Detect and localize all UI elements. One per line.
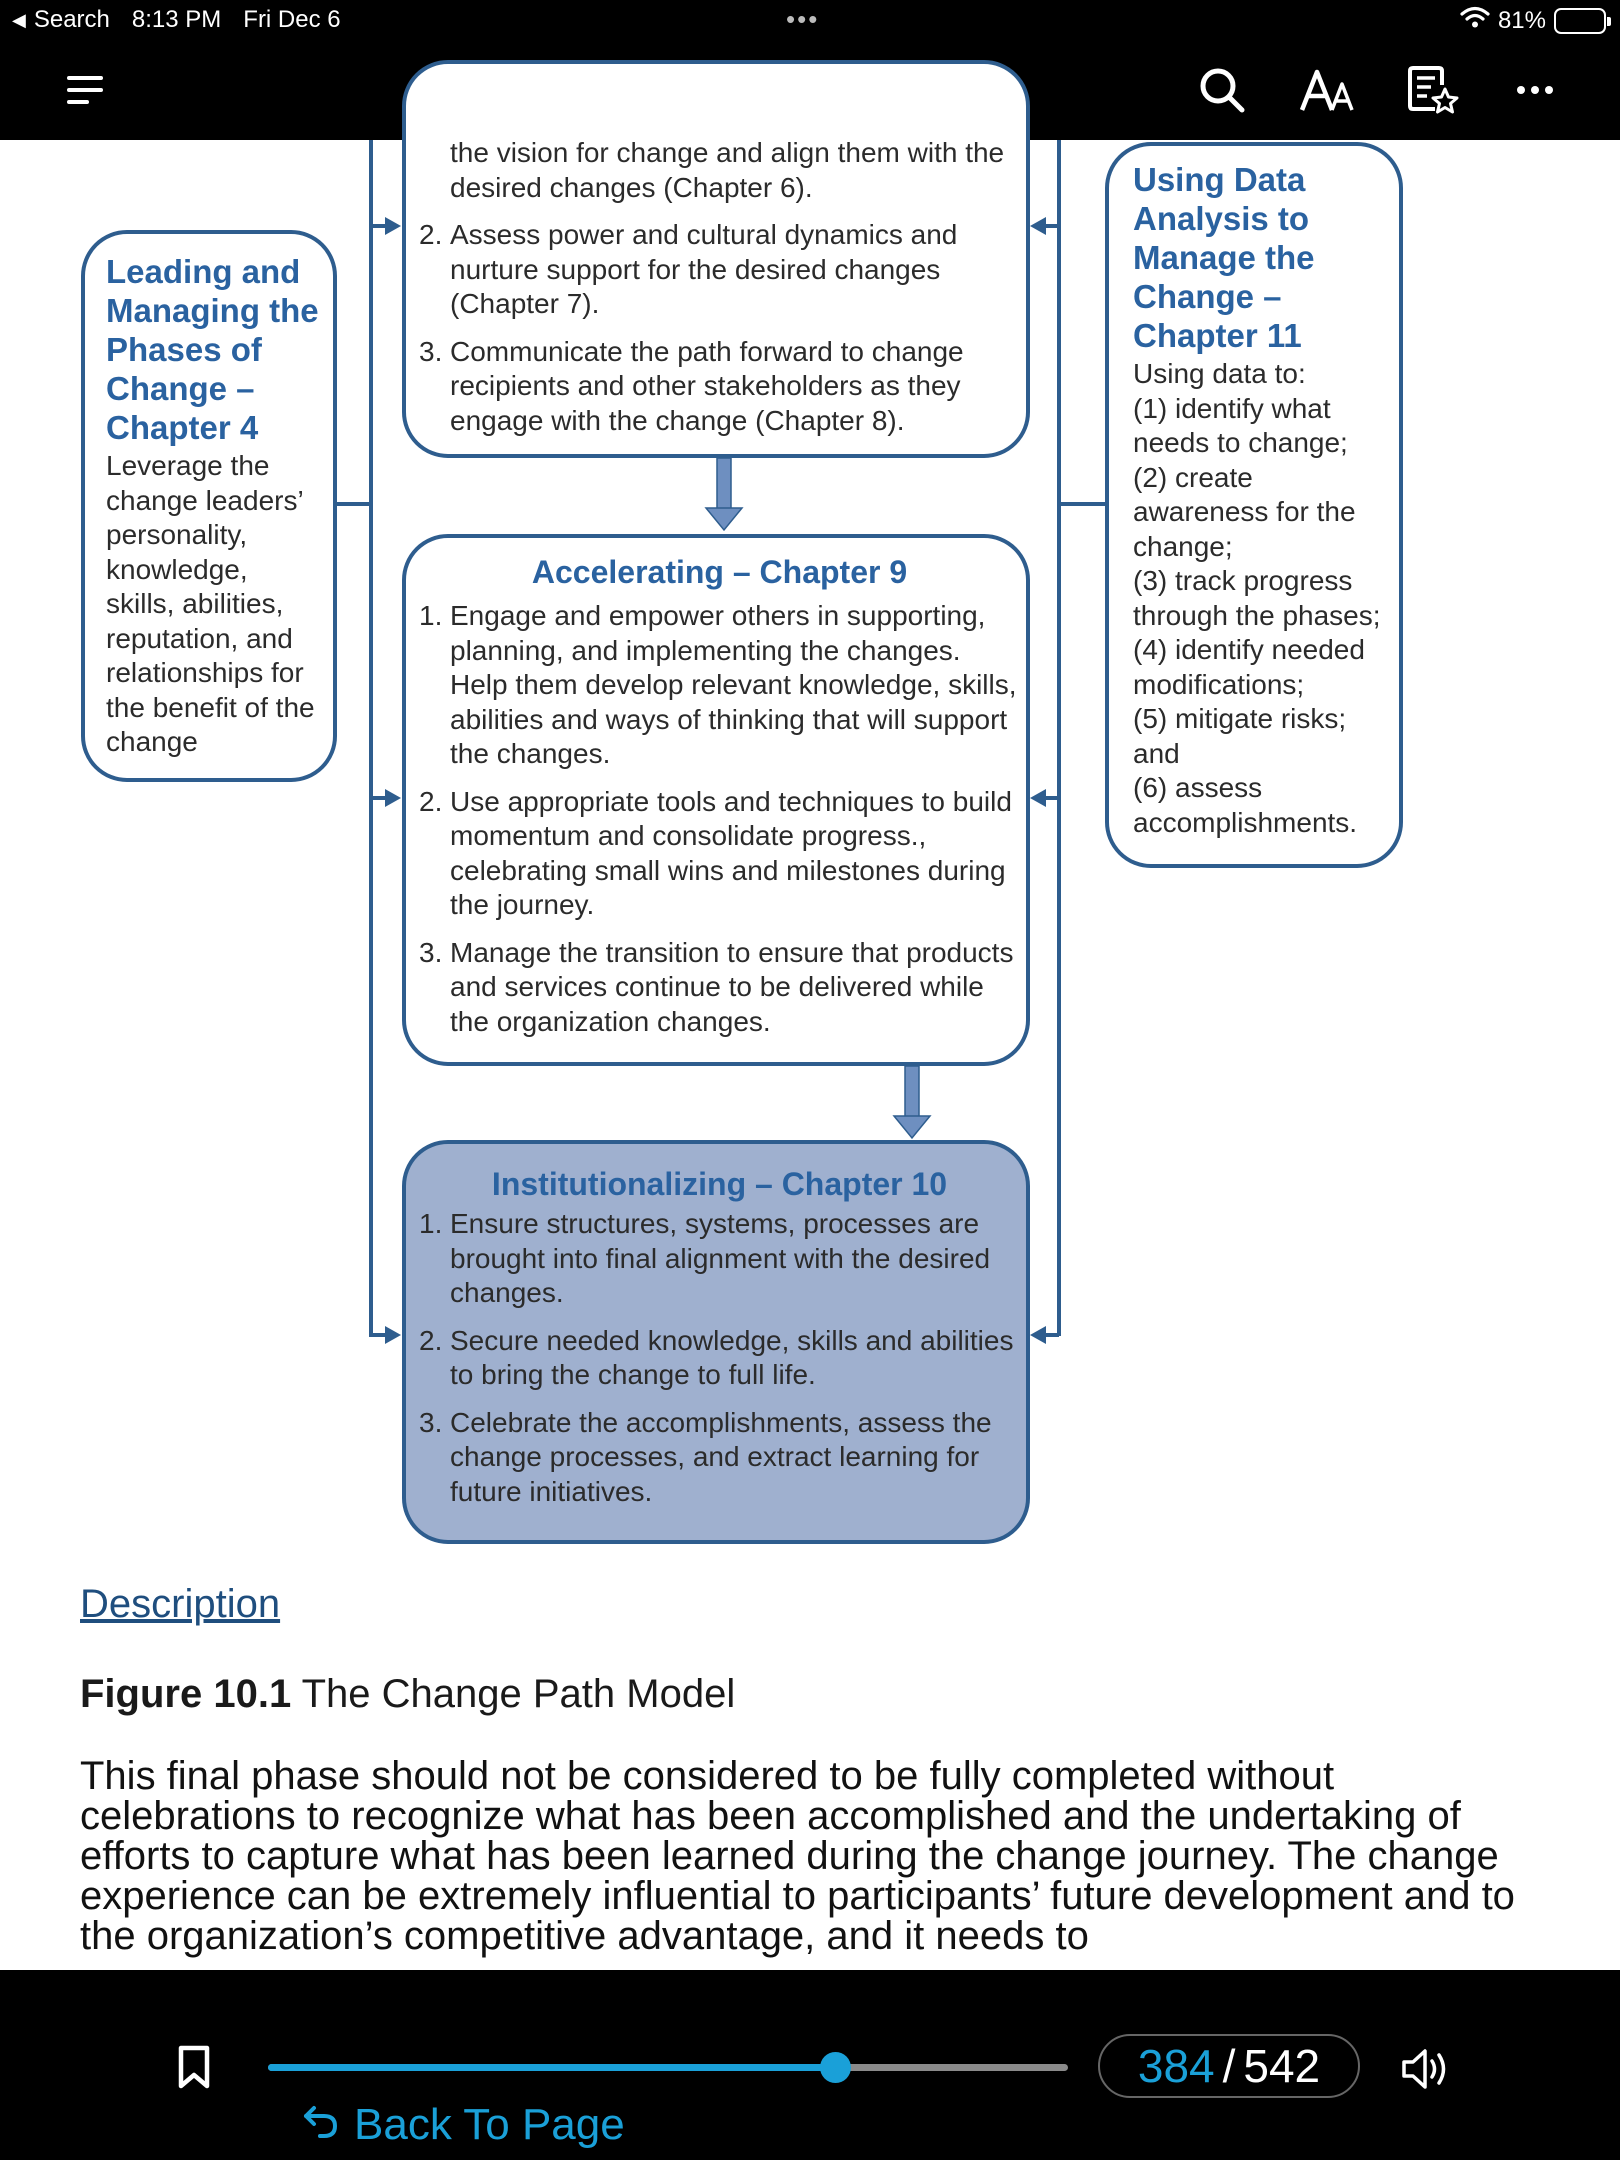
institutionalizing-title: Institutionalizing – Chapter 10 — [491, 1166, 948, 1202]
data-analysis-line: (2) create awareness for the change; — [1133, 461, 1356, 562]
accelerating-title: Accelerating – Chapter 9 — [531, 554, 908, 590]
list-item: the vision for change and align them wit… — [450, 137, 1005, 203]
leading-managing-box: Leading and Managing the Phases of Chang… — [81, 230, 337, 782]
change-path-model-figure: Leading and Managing the Phases of Chang… — [0, 60, 1620, 1550]
text-size-icon[interactable] — [1298, 60, 1358, 120]
arrow-left-icon — [1030, 217, 1046, 235]
data-analysis-line: (1) identify what needs to change; — [1133, 392, 1348, 459]
page-progress-slider[interactable] — [268, 2052, 1068, 2083]
arrow-right-icon — [385, 217, 401, 235]
arrow-left-icon — [1030, 1326, 1046, 1344]
back-to-page-label: Back To Page — [354, 2100, 625, 2149]
left-connector-line — [369, 140, 373, 1336]
left-branch-line — [369, 796, 391, 800]
more-icon[interactable] — [1505, 60, 1565, 120]
bookmark-icon[interactable] — [176, 2044, 212, 2095]
progress-fill — [268, 2064, 836, 2071]
data-analysis-box: Using Data Analysis to Manage the Change… — [1105, 142, 1403, 868]
data-analysis-line: (5) mitigate risks; and — [1133, 703, 1347, 769]
back-caret-icon[interactable]: ◀ — [12, 9, 26, 30]
down-arrow-icon — [704, 458, 744, 532]
body-paragraph: This final phase should not be considere… — [80, 1754, 1515, 1958]
list-item: 3. Celebrate the accomplishments, assess… — [419, 1406, 992, 1507]
bottom-bar: 384 / 542 Back To Page — [0, 1970, 1620, 2160]
right-box-connector — [1057, 502, 1107, 506]
back-to-page-button[interactable]: Back To Page — [302, 2100, 625, 2150]
data-analysis-line: (3) track progress through the phases; — [1133, 565, 1381, 631]
list-item: 2. Assess power and cultural dynamics an… — [419, 219, 958, 319]
right-branch-line — [1045, 224, 1059, 228]
description-link[interactable]: Description — [80, 1582, 281, 1626]
list-item: 1. Engage and empower others in supporti… — [419, 600, 1017, 769]
status-date: Fri Dec 6 — [243, 6, 341, 33]
page-separator: / — [1222, 2040, 1236, 2092]
list-item: 3. Communicate the path forward to chang… — [419, 335, 964, 436]
bookmarks-list-icon[interactable] — [1402, 60, 1462, 120]
left-box-connector — [333, 502, 373, 506]
battery-percent: 81% — [1497, 6, 1546, 34]
wifi-icon — [1460, 5, 1490, 36]
search-icon[interactable] — [1192, 60, 1252, 120]
data-analysis-line: (6) assess accomplishments. — [1133, 772, 1358, 838]
institutionalizing-box: Institutionalizing – Chapter 10 1. Ensur… — [402, 1140, 1030, 1544]
leading-managing-title: Leading and Managing the Phases of Chang… — [106, 253, 319, 446]
arrow-left-icon — [1030, 789, 1046, 807]
figure-caption: Figure 10.1 The Change Path Model — [80, 1672, 735, 1717]
data-analysis-line: (4) identify needed modifications; — [1133, 634, 1365, 700]
data-analysis-title: Using Data Analysis to Manage the Change… — [1133, 161, 1315, 354]
speaker-icon[interactable] — [1400, 2046, 1452, 2097]
figure-title: The Change Path Model — [291, 1672, 736, 1716]
right-branch-line — [1045, 1333, 1059, 1337]
menu-icon[interactable] — [55, 60, 115, 120]
arrow-right-icon — [385, 1326, 401, 1344]
data-analysis-body: Using data to: (1) identify what needs t… — [1133, 357, 1387, 840]
list-item: 2. Use appropriate tools and techniques … — [419, 785, 1012, 921]
right-connector-line — [1057, 140, 1061, 1336]
down-arrow-icon — [892, 1066, 932, 1140]
left-branch-line — [369, 1333, 391, 1337]
back-to-app-label[interactable]: Search — [33, 6, 110, 33]
undo-arrow-icon — [302, 2100, 340, 2150]
list-item: 3. Manage the transition to ensure that … — [419, 936, 1014, 1037]
status-bar: ◀ Search 8:13 PM Fri Dec 6 ••• 81% — [0, 0, 1620, 40]
multitask-dots-icon[interactable]: ••• — [786, 4, 820, 34]
total-pages: 542 — [1243, 2040, 1321, 2092]
arrow-right-icon — [385, 789, 401, 807]
battery-icon — [1554, 7, 1611, 34]
accelerating-box: Accelerating – Chapter 9 1. Engage and e… — [402, 534, 1030, 1066]
right-branch-line — [1045, 796, 1059, 800]
leading-managing-body: Leverage the change leaders’ personality… — [106, 450, 315, 757]
left-branch-line — [369, 224, 391, 228]
data-analysis-line: Using data to: — [1133, 358, 1306, 389]
list-item: 2. Secure needed knowledge, skills and a… — [419, 1324, 1014, 1391]
figure-label: Figure 10.1 — [80, 1672, 292, 1716]
status-time: 8:13 PM — [131, 6, 222, 33]
list-item: 1. Ensure structures, systems, processes… — [419, 1208, 991, 1308]
top-phase-box: the vision for change and align them wit… — [402, 60, 1030, 458]
current-page: 384 — [1137, 2040, 1215, 2092]
progress-thumb[interactable] — [820, 2052, 852, 2083]
page-number-indicator[interactable]: 384 / 542 — [1098, 2034, 1360, 2098]
